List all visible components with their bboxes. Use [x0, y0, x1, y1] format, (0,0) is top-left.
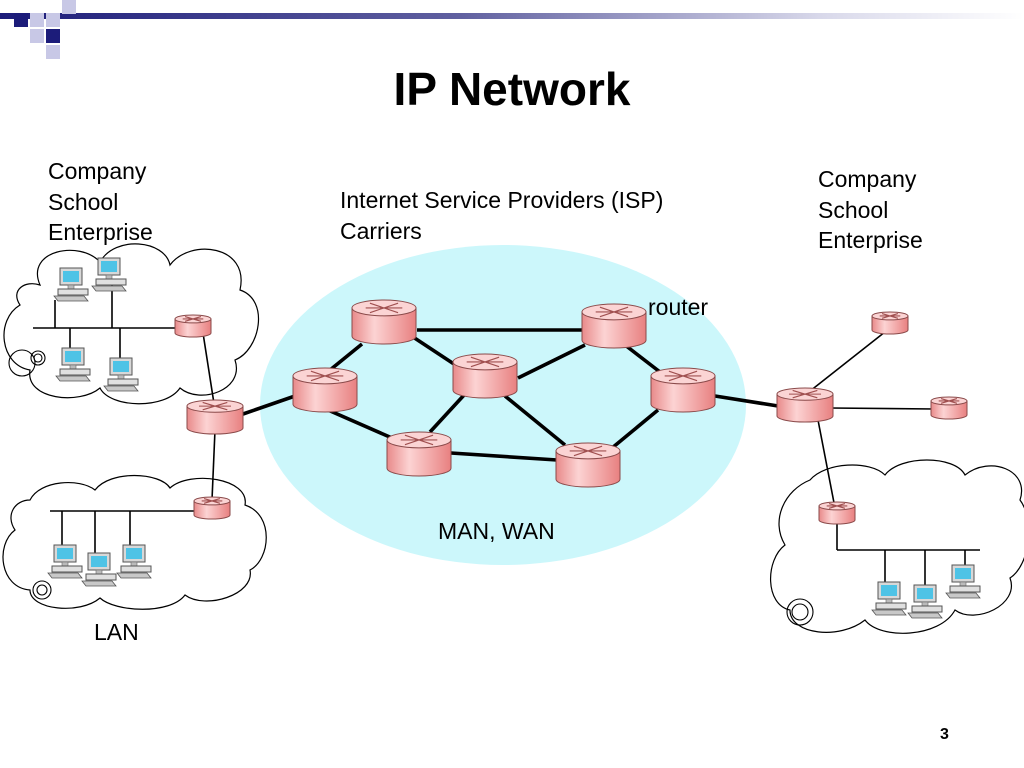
lan-label: LAN [94, 619, 139, 645]
left-org-line: Enterprise [48, 219, 153, 245]
isp-line: Carriers [340, 217, 422, 244]
left-bottom-cloud [2, 474, 267, 610]
router-label: router [648, 294, 709, 320]
slide-title: IP Network [393, 63, 631, 115]
router-icon [351, 299, 417, 345]
router-icon [555, 442, 621, 488]
router-icon [452, 353, 518, 399]
right-org-line: Company [818, 166, 917, 192]
right-org-line: School [818, 196, 889, 223]
router-icon [386, 431, 452, 477]
left-org-line: School [48, 188, 119, 215]
isp-line: Internet Service Providers (ISP) [340, 187, 664, 213]
router-icon [292, 367, 358, 413]
router-icon [871, 311, 909, 335]
router-icon [186, 399, 244, 435]
router-icon [776, 387, 834, 423]
router-icon [174, 314, 212, 338]
slide-logo-squares [0, 0, 80, 64]
concentric-circle-icon [786, 598, 814, 626]
router-icon [581, 303, 647, 349]
router-icon [650, 367, 716, 413]
header-gradient-bar [0, 13, 1024, 19]
left-org-line: Company [48, 158, 147, 184]
page-number: 3 [940, 726, 949, 743]
concentric-circle-icon [32, 580, 52, 600]
left-org-label: Company School Enterprise [48, 156, 153, 248]
concentric-circle-icon [8, 349, 46, 377]
right-org-line: Enterprise [818, 227, 923, 253]
router-icon [818, 501, 856, 525]
man-wan-label: MAN, WAN [438, 518, 555, 544]
right-org-label: Company School Enterprise [818, 164, 923, 256]
router-icon [930, 396, 968, 420]
isp-label: Internet Service Providers (ISP) Carrier… [340, 185, 663, 246]
router-icon [193, 496, 231, 520]
